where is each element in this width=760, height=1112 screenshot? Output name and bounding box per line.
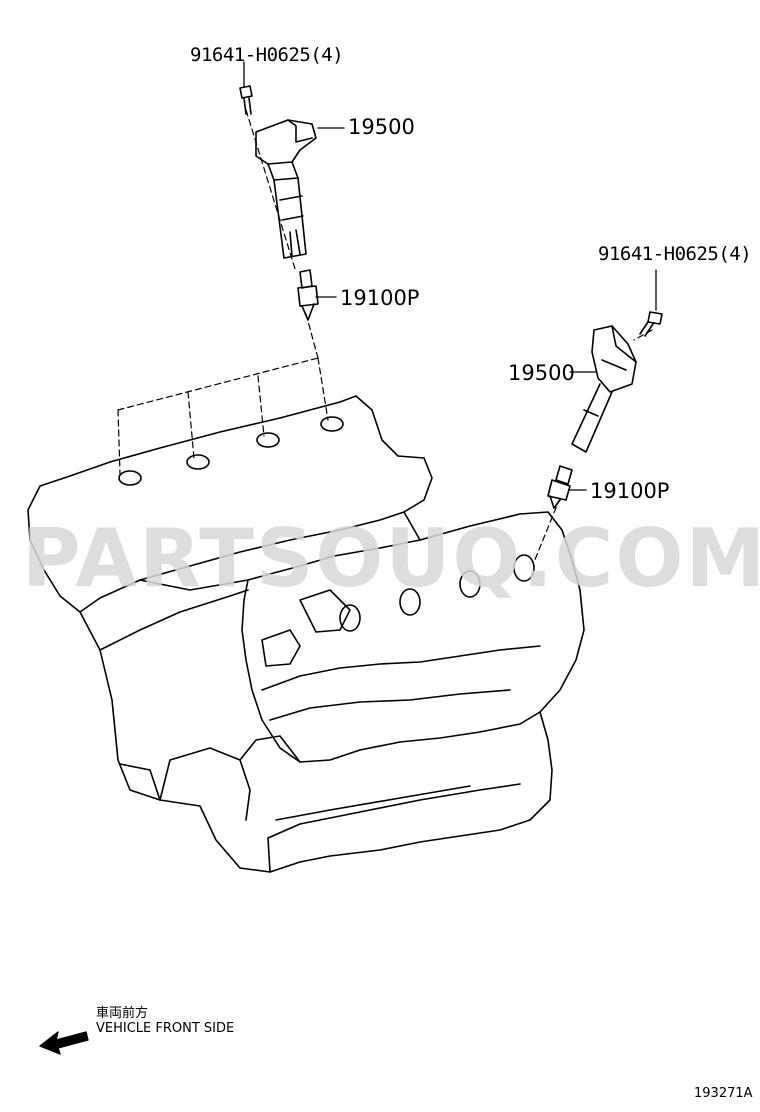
direction-japanese: 車両前方 (96, 1006, 149, 1021)
label-plug-upper[interactable]: 19100P (340, 286, 420, 310)
direction-english: VEHICLE FRONT SIDE (96, 1021, 235, 1036)
bolt-upper (239, 85, 253, 115)
spark-plug-upper (297, 269, 319, 321)
label-coil-upper[interactable]: 19500 (348, 115, 415, 139)
dashed-leaders (117, 109, 653, 563)
plug-holes (118, 416, 535, 632)
figure-code: 193271A (694, 1086, 753, 1101)
spark-plug-right (547, 465, 573, 509)
label-coil-right[interactable]: 19500 (508, 361, 575, 385)
watermark: PARTSOUQ.COM (22, 512, 760, 605)
label-bolt-right[interactable]: 91641-H0625(4) (598, 243, 752, 265)
label-plug-right[interactable]: 19100P (590, 479, 670, 503)
ignition-coil-right (571, 325, 637, 453)
label-leaders (243, 61, 657, 491)
label-bolt-upper[interactable]: 91641-H0625(4) (190, 44, 344, 66)
engine-block (27, 395, 585, 873)
front-arrow-icon (39, 1031, 89, 1055)
bolt-right (639, 311, 663, 337)
ignition-coil-upper (255, 119, 317, 259)
